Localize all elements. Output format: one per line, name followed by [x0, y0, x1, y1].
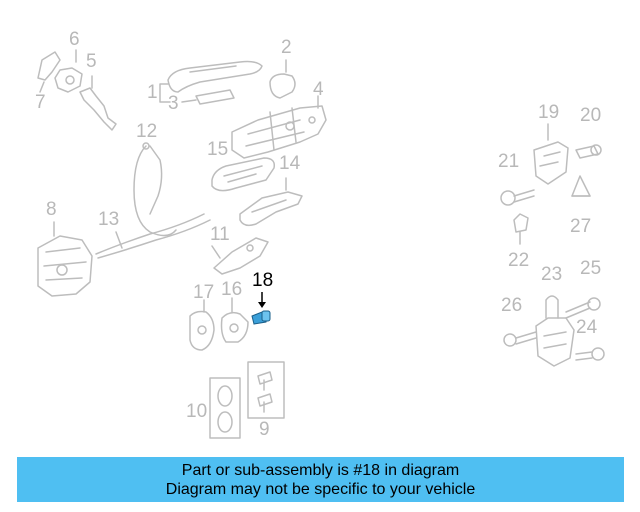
callout-4: 4	[313, 79, 324, 100]
part-18-screw-highlighted	[251, 292, 271, 325]
part-17-shape	[189, 299, 215, 351]
info-banner: Part or sub-assembly is #18 in diagram D…	[17, 457, 624, 502]
part-1-shape	[159, 60, 263, 103]
callout-26: 26	[501, 295, 523, 316]
callout-20: 20	[580, 105, 602, 126]
part-20-shape	[575, 144, 602, 159]
banner-line-disclaimer: Diagram may not be specific to your vehi…	[165, 481, 476, 498]
part-2-shape	[269, 59, 296, 99]
part-11-shape	[211, 237, 269, 275]
callout-9: 9	[259, 419, 270, 440]
callout-16: 16	[221, 279, 243, 300]
callout-7: 7	[35, 92, 46, 113]
part-16-shape	[220, 297, 249, 343]
part-5-shape	[79, 75, 117, 131]
part-3-shape	[181, 89, 235, 105]
callout-6: 6	[69, 29, 80, 50]
part-15-shape	[211, 157, 276, 192]
callout-3: 3	[168, 93, 179, 114]
part-21-shape	[500, 189, 535, 206]
callout-27: 27	[570, 216, 592, 237]
part-25-shape	[565, 297, 601, 319]
part-23-shape	[535, 295, 575, 367]
part-9-shape	[247, 361, 285, 419]
part-13-cable	[95, 213, 211, 259]
callout-25: 25	[580, 258, 602, 279]
callout-22: 22	[508, 250, 530, 271]
callout-19: 19	[538, 102, 560, 123]
callout-2: 2	[281, 37, 292, 58]
callout-13: 13	[98, 209, 120, 230]
callout-24: 24	[576, 317, 598, 338]
part-10-shape	[209, 377, 241, 439]
part-22-shape	[513, 213, 529, 245]
part-8-shape	[37, 221, 93, 297]
parts-diagram	[37, 49, 605, 439]
part-24-shape	[575, 347, 605, 361]
callout-14: 14	[279, 153, 301, 174]
callout-23: 23	[541, 264, 563, 285]
banner-line-part-reference: Part or sub-assembly is #18 in diagram	[181, 462, 460, 479]
callout-10: 10	[186, 401, 208, 422]
callout-18: 18	[252, 270, 274, 291]
callout-15: 15	[207, 139, 229, 160]
callout-5: 5	[86, 51, 97, 72]
part-19-shape	[533, 123, 569, 185]
callout-17: 17	[193, 282, 215, 303]
callout-21: 21	[498, 151, 520, 172]
part-6-shape	[54, 49, 83, 93]
part-7-shape	[37, 51, 61, 93]
part-12-cable	[133, 142, 177, 237]
part-4-shape	[231, 95, 327, 159]
callout-11: 11	[210, 224, 230, 245]
callout-1: 1	[147, 82, 158, 103]
callout-8: 8	[46, 199, 57, 220]
callout-12: 12	[136, 121, 158, 142]
part-26-shape	[503, 331, 537, 347]
part-27-shape	[571, 175, 591, 197]
part-14-shape	[239, 177, 303, 227]
